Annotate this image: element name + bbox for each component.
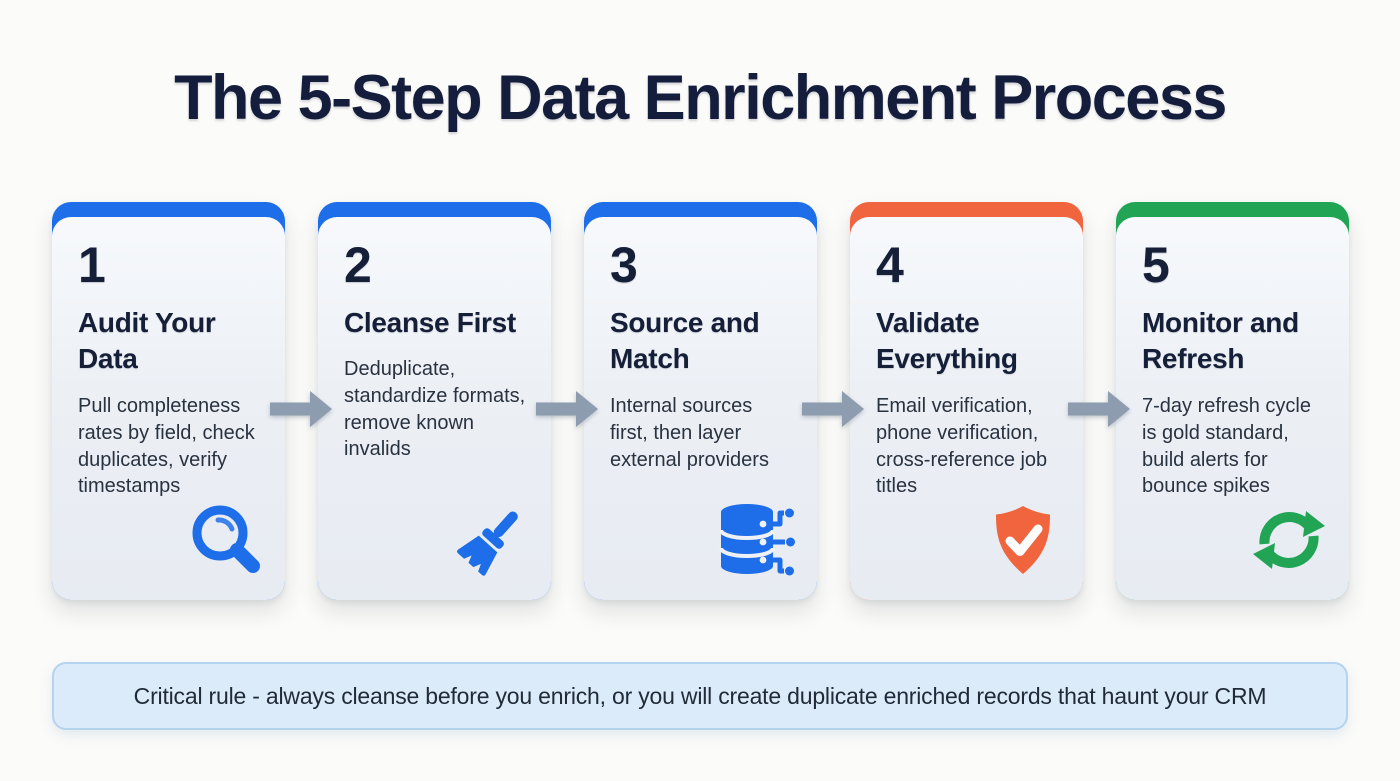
- step-card-body: 2 Cleanse First Deduplicate, standardize…: [318, 217, 551, 600]
- steps-row: 1 Audit Your Data Pull completeness rate…: [52, 202, 1349, 600]
- step-card-body: 5 Monitor and Refresh 7-day refresh cycl…: [1116, 217, 1349, 600]
- step-card-4: 4 Validate Everything Email verification…: [850, 202, 1083, 600]
- step-description: Pull completeness rates by field, check …: [78, 395, 255, 498]
- step-title: Source and Match: [610, 306, 760, 375]
- page-title: The 5-Step Data Enrichment Process: [174, 63, 1227, 133]
- step-number: 3: [610, 237, 638, 293]
- step-card-body: 4 Validate Everything Email verification…: [850, 217, 1083, 600]
- step-description: Internal sources first, then layer exter…: [610, 395, 769, 471]
- step-number: 5: [1142, 237, 1170, 293]
- step-number: 1: [78, 237, 106, 293]
- step-description: Email verification, phone verification, …: [876, 395, 1048, 498]
- step-title: Validate Everything: [876, 306, 1018, 375]
- database-network-icon: [717, 500, 797, 580]
- step-title: Cleanse First: [344, 306, 516, 338]
- magnifier-icon: [185, 500, 265, 580]
- step-card-body: 3 Source and Match Internal sources firs…: [584, 217, 817, 600]
- step-card-1: 1 Audit Your Data Pull completeness rate…: [52, 202, 285, 600]
- arrow-right-icon: [536, 391, 598, 427]
- step-card-3: 3 Source and Match Internal sources firs…: [584, 202, 817, 600]
- broom-icon: [451, 500, 531, 580]
- step-title: Audit Your Data: [78, 306, 216, 375]
- step-description: 7-day refresh cycle is gold standard, bu…: [1142, 395, 1311, 498]
- step-number: 2: [344, 237, 372, 293]
- critical-rule-text: Critical rule - always cleanse before yo…: [133, 682, 1267, 709]
- step-number: 4: [876, 237, 904, 293]
- step-card-5: 5 Monitor and Refresh 7-day refresh cycl…: [1116, 202, 1349, 600]
- step-description: Deduplicate, standardize formats, remove…: [344, 358, 526, 461]
- refresh-icon: [1249, 500, 1329, 580]
- step-card-body: 1 Audit Your Data Pull completeness rate…: [52, 217, 285, 600]
- step-title: Monitor and Refresh: [1142, 306, 1299, 375]
- step-card-2: 2 Cleanse First Deduplicate, standardize…: [318, 202, 551, 600]
- critical-rule-banner: Critical rule - always cleanse before yo…: [52, 662, 1348, 730]
- shield-check-icon: [983, 500, 1063, 580]
- arrow-right-icon: [802, 391, 864, 427]
- arrow-right-icon: [270, 391, 332, 427]
- arrow-right-icon: [1068, 391, 1130, 427]
